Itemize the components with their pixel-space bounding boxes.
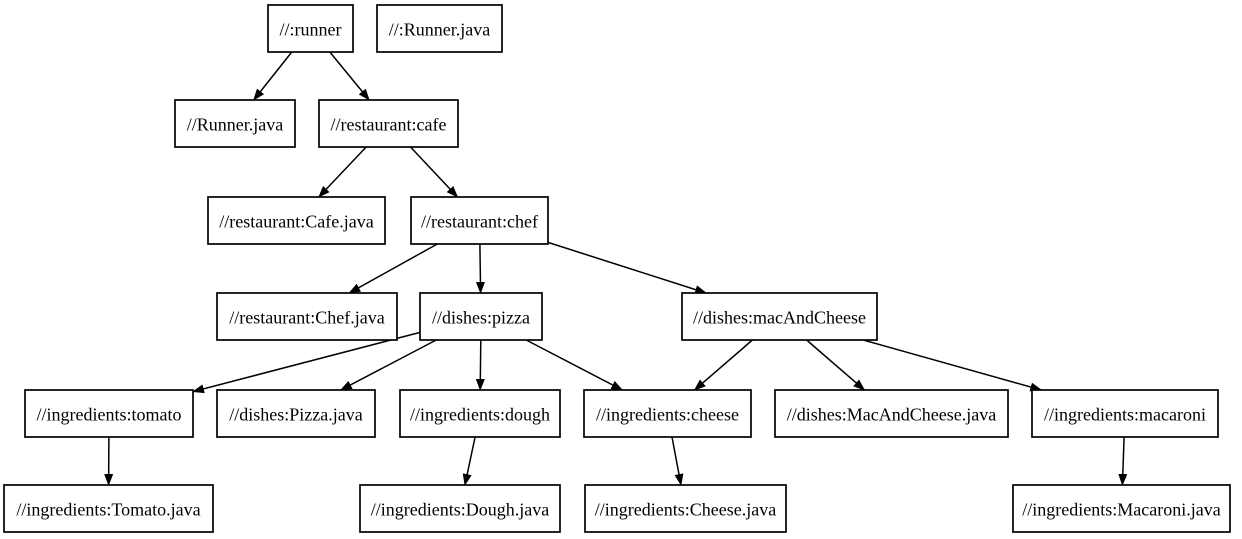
node-label-cafe: //restaurant:cafe	[331, 115, 447, 135]
node-box-cafe_java	[207, 196, 386, 245]
node-box-tomato	[24, 389, 194, 438]
edge-cafe-to-chef	[409, 146, 459, 198]
node-label-cafe_java: //restaurant:Cafe.java	[219, 212, 373, 232]
node-dough: //ingredients:dough	[399, 389, 561, 438]
edge-cafe-to-cafe_java	[318, 146, 367, 198]
node-label-macaroni: //ingredients:macaroni	[1044, 405, 1206, 425]
edge-pizza-to-pizza_java	[339, 339, 437, 391]
node-label-mac_and_cheese_java: //dishes:MacAndCheese.java	[787, 405, 996, 425]
node-label-runner_java: //Runner.java	[187, 115, 283, 135]
node-dough_java: //ingredients:Dough.java	[359, 484, 561, 533]
node-runner_java: //Runner.java	[174, 99, 296, 148]
node-box-mac_and_cheese_java	[774, 389, 1009, 438]
edge-cheese-to-cheese_java	[671, 436, 684, 486]
node-label-dough_java: //ingredients:Dough.java	[371, 500, 549, 520]
edge-mac_and_cheese-to-mac_and_cheese_java	[806, 339, 866, 391]
node-label-chef_java: //restaurant:Chef.java	[229, 308, 384, 328]
edge-dough-to-dough_java	[462, 436, 476, 486]
node-box-chef_java	[216, 292, 398, 341]
node-cafe_java: //restaurant:Cafe.java	[207, 196, 386, 245]
node-pizza_java: //dishes:Pizza.java	[216, 389, 376, 438]
edge-chef-to-chef_java	[348, 243, 438, 294]
node-cheese: //ingredients:cheese	[583, 389, 752, 438]
edge-runner-to-runner_java	[253, 51, 293, 101]
node-label-tomato_java: //ingredients:Tomato.java	[16, 500, 200, 520]
node-cafe: //restaurant:cafe	[318, 99, 459, 148]
edges-layer	[104, 51, 1128, 486]
edge-pizza-to-dough	[475, 339, 485, 391]
edge-pizza-to-tomato	[192, 331, 421, 394]
node-label-pizza: //dishes:pizza	[432, 308, 530, 328]
node-label-cheese: //ingredients:cheese	[596, 405, 739, 425]
node-tomato_java: //ingredients:Tomato.java	[3, 484, 214, 533]
edge-macaroni-to-macaroni_java	[1118, 436, 1128, 486]
node-pizza: //dishes:pizza	[419, 292, 543, 341]
edge-mac_and_cheese-to-macaroni	[862, 339, 1043, 392]
node-box-pizza	[419, 292, 543, 341]
edge-chef-to-mac_and_cheese	[547, 241, 708, 294]
node-label-tomato: //ingredients:tomato	[37, 405, 182, 425]
node-label-cheese_java: //ingredients:Cheese.java	[595, 500, 776, 520]
node-box-cheese_java	[584, 484, 787, 533]
node-mac_and_cheese: //dishes:macAndCheese	[681, 292, 878, 341]
node-chef_java: //restaurant:Chef.java	[216, 292, 398, 341]
node-tomato: //ingredients:tomato	[24, 389, 194, 438]
node-runner_java_root: //:Runner.java	[376, 4, 503, 53]
node-box-macaroni	[1031, 389, 1219, 438]
node-box-macaroni_java	[1012, 484, 1231, 533]
node-box-runner_java_root	[376, 4, 503, 53]
node-macaroni_java: //ingredients:Macaroni.java	[1012, 484, 1231, 533]
edge-chef-to-pizza	[475, 243, 485, 294]
node-box-dough_java	[359, 484, 561, 533]
node-cheese_java: //ingredients:Cheese.java	[584, 484, 787, 533]
node-box-dough	[399, 389, 561, 438]
node-box-cheese	[583, 389, 752, 438]
node-label-runner_java_root: //:Runner.java	[389, 20, 490, 40]
edge-runner-to-cafe	[329, 51, 370, 101]
nodes-layer: //:runner //:Runner.java //Runner.java //re…	[3, 4, 1231, 533]
node-label-pizza_java: //dishes:Pizza.java	[229, 405, 362, 425]
node-label-runner: //:runner	[280, 20, 342, 40]
node-mac_and_cheese_java: //dishes:MacAndCheese.java	[774, 389, 1009, 438]
node-label-chef: //restaurant:chef	[421, 212, 538, 232]
node-box-tomato_java	[3, 484, 214, 533]
edge-pizza-to-cheese	[525, 339, 624, 391]
node-macaroni: //ingredients:macaroni	[1031, 389, 1219, 438]
node-box-runner	[267, 4, 354, 53]
node-box-mac_and_cheese	[681, 292, 878, 341]
edge-mac_and_cheese-to-cheese	[693, 339, 753, 391]
node-box-chef	[410, 196, 549, 245]
node-label-macaroni_java: //ingredients:Macaroni.java	[1022, 500, 1220, 520]
node-box-cafe	[318, 99, 459, 148]
node-runner: //:runner	[267, 4, 354, 53]
node-box-pizza_java	[216, 389, 376, 438]
node-label-dough: //ingredients:dough	[410, 405, 550, 425]
node-box-runner_java	[174, 99, 296, 148]
node-label-mac_and_cheese: //dishes:macAndCheese	[693, 308, 866, 328]
node-chef: //restaurant:chef	[410, 196, 549, 245]
